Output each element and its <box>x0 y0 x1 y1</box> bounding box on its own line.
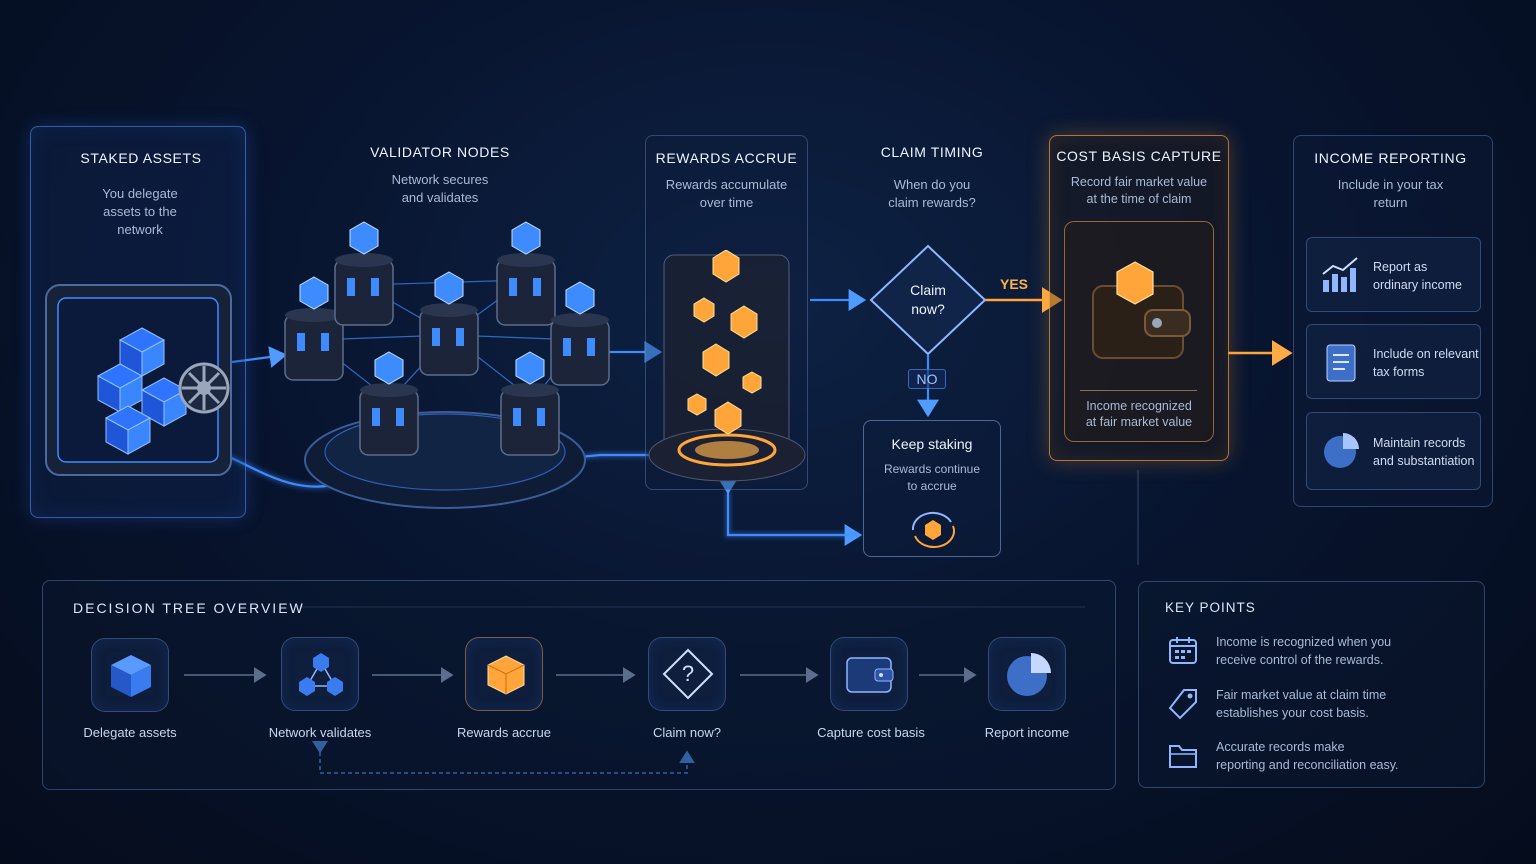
overview-step-rewards-label: Rewards accrue <box>457 725 551 740</box>
keep-staking-title: Keep staking <box>891 436 973 452</box>
server-node <box>359 351 419 456</box>
overview-step-cost-basis-label: Capture cost basis <box>817 725 925 740</box>
overview-step-rewards[interactable] <box>465 637 543 711</box>
vault-icon <box>45 284 232 476</box>
overview-title: DECISION TREE OVERVIEW <box>73 600 305 616</box>
validator-nodes-illustration <box>284 221 610 509</box>
overview-step-report-label: Report income <box>984 725 1070 740</box>
rewards-accrue-title: REWARDS ACCRUE <box>655 150 798 166</box>
server-node <box>419 271 479 376</box>
svg-text:?: ? <box>682 661 694 686</box>
server-node <box>334 221 394 326</box>
key-points-title: KEY POINTS <box>1165 600 1256 615</box>
income-reporting-title: INCOME REPORTING <box>1314 150 1467 166</box>
wallet-icon <box>1092 261 1191 359</box>
decision-tree-overview-panel <box>42 580 1116 790</box>
question-diamond-icon: ? <box>662 648 714 700</box>
gold-cube-icon <box>487 655 525 695</box>
server-node <box>500 351 560 456</box>
pie-chart-icon <box>1324 433 1359 468</box>
wallet-icon <box>846 657 894 693</box>
server-node <box>284 276 344 381</box>
refresh-cycle-icon <box>911 511 955 548</box>
claim-timing-title: CLAIM TIMING <box>880 144 984 160</box>
overview-step-report[interactable] <box>988 637 1066 711</box>
cost-basis-title: COST BASIS CAPTURE <box>1056 148 1222 164</box>
folder-icon <box>1169 745 1197 768</box>
calendar-icon <box>1169 637 1197 664</box>
overview-step-validate[interactable] <box>281 637 359 711</box>
document-icon <box>1326 344 1356 382</box>
staked-assets-title: STAKED ASSETS <box>80 150 202 166</box>
overview-step-cost-basis[interactable] <box>830 637 908 711</box>
tag-icon <box>1168 689 1197 720</box>
network-icon <box>299 653 343 696</box>
server-node <box>550 281 610 386</box>
yes-label: YES <box>1000 276 1029 292</box>
no-label: NO <box>908 369 946 389</box>
pie-chart-icon <box>1007 653 1051 696</box>
overview-loop-arrow <box>312 740 695 774</box>
overview-step-claim[interactable]: ? <box>648 637 726 711</box>
validator-nodes-title: VALIDATOR NODES <box>370 144 510 160</box>
overview-step-validate-label: Network validates <box>268 725 372 740</box>
gold-arrows <box>985 287 1293 366</box>
cube-icon <box>111 655 151 697</box>
cost-basis-divider <box>1080 390 1197 391</box>
chart-up-icon <box>1322 257 1358 292</box>
gold-rewards-illustration <box>648 250 806 482</box>
claim-decision-diamond[interactable] <box>867 243 989 357</box>
overview-step-delegate-label: Delegate assets <box>83 725 177 740</box>
overview-step-delegate[interactable] <box>91 638 169 712</box>
server-node <box>496 221 556 326</box>
overview-step-claim-label: Claim now? <box>653 725 721 740</box>
